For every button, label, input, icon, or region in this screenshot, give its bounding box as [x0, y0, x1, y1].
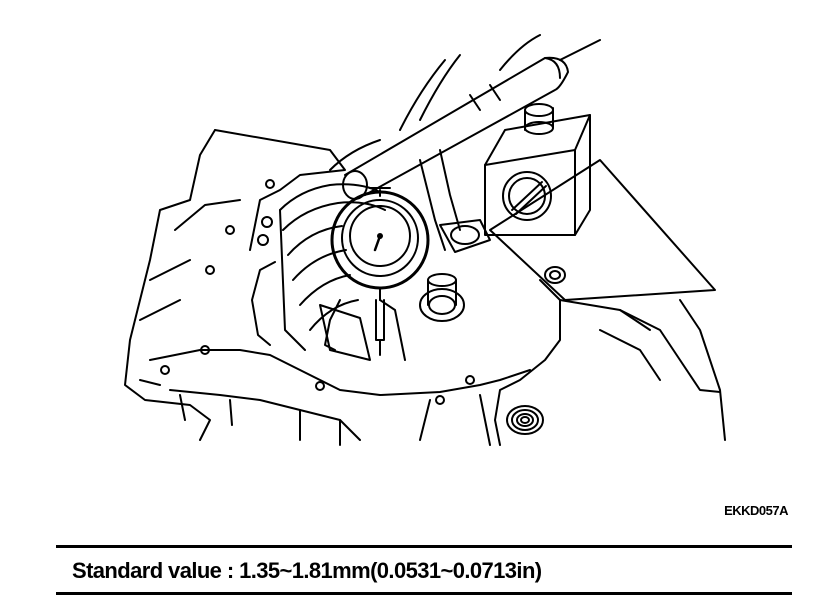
shaft-bore: [419, 273, 465, 322]
dial-indicator-measurement-illustration: [124, 34, 726, 446]
base-plate: [489, 159, 716, 301]
hand: [329, 34, 601, 171]
indicator-arm: [342, 56, 569, 253]
magnetic-base: [484, 103, 591, 236]
case-edge-right: [619, 299, 726, 441]
threaded-port: [506, 405, 544, 435]
transmission-case: [124, 129, 721, 446]
figure-code: EKKD057A: [724, 503, 788, 518]
standard-value-text: Standard value : 1.35~1.81mm(0.0531~0.07…: [72, 558, 542, 583]
dial-indicator: [330, 187, 430, 356]
specification-box: Standard value : 1.35~1.81mm(0.0531~0.07…: [56, 545, 792, 595]
